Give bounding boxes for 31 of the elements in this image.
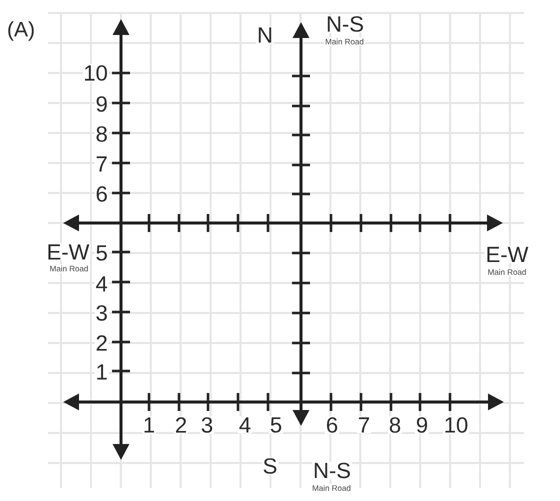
tick-label: 3 xyxy=(94,304,109,322)
tick-label: 7 xyxy=(94,155,109,173)
road-label: E-W xyxy=(484,246,530,264)
tick-label: 9 xyxy=(414,416,430,434)
tick-label: 10 xyxy=(82,64,109,82)
tick-label: 2 xyxy=(94,334,109,352)
tick-label: 9 xyxy=(94,95,109,113)
road-label: Main Road xyxy=(48,264,90,272)
panel-label: (A) xyxy=(6,20,36,42)
road-label: N-S xyxy=(325,15,365,33)
tick-label: 6 xyxy=(94,185,109,203)
tick-label: 10 xyxy=(442,416,470,434)
road-label: E-W xyxy=(46,243,90,261)
road-label: Main Road xyxy=(324,38,365,46)
tick-label: 4 xyxy=(238,416,252,434)
tick-label: 6 xyxy=(324,416,340,434)
tick-label: 5 xyxy=(268,416,284,434)
road-label: N-S xyxy=(312,462,352,480)
tick-label: 8 xyxy=(388,416,402,434)
tick-label: 2 xyxy=(174,416,188,434)
compass-label: N xyxy=(256,26,274,44)
tick-label: 7 xyxy=(356,416,372,434)
tick-label: 1 xyxy=(142,416,156,434)
tick-label: 5 xyxy=(94,244,109,262)
tick-label: 4 xyxy=(94,275,109,293)
tick-label: 8 xyxy=(94,125,109,143)
tick-label: 1 xyxy=(94,363,109,381)
road-label: Main Road xyxy=(486,268,528,276)
tick-label: 3 xyxy=(200,416,214,434)
road-label: Main Road xyxy=(311,484,352,492)
compass-label: S xyxy=(262,457,278,475)
